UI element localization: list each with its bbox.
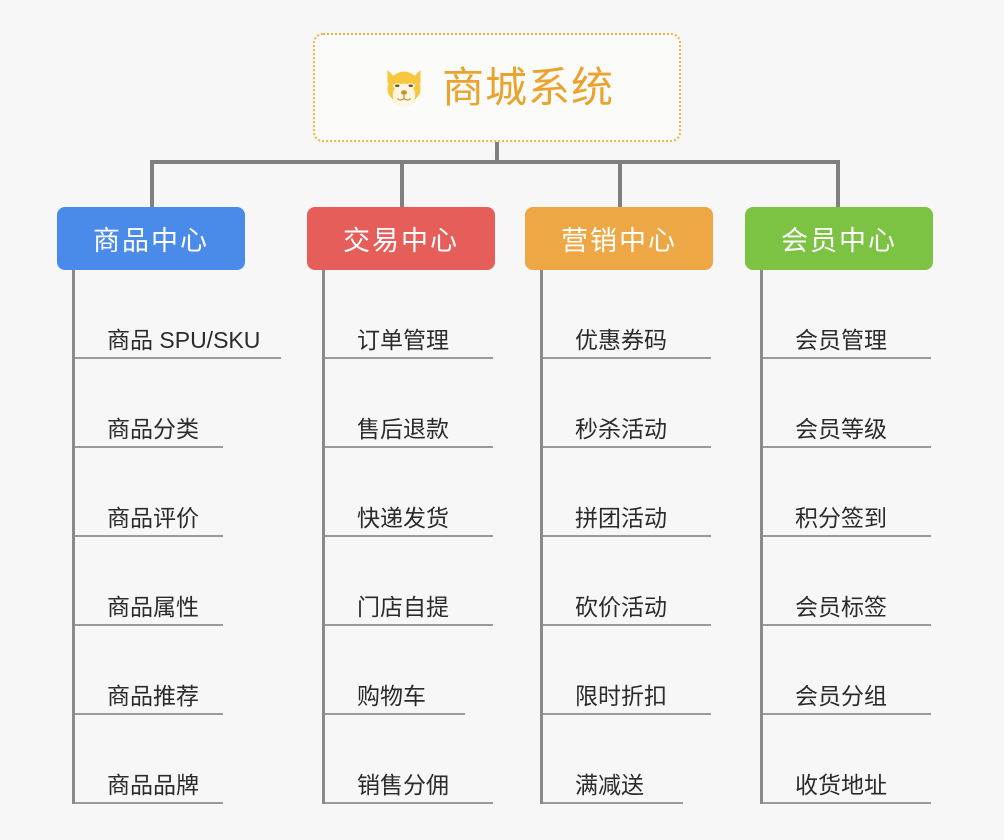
branch-leaf-label: 会员标签 — [795, 593, 887, 620]
connector-drop-1 — [150, 160, 154, 207]
branch-leaf-underline — [75, 624, 223, 626]
branch-leaf-label: 限时折扣 — [575, 682, 667, 709]
root-node[interactable]: 商城系统 — [313, 33, 681, 142]
branch-leaf-label: 商品分类 — [107, 415, 199, 442]
branch-header[interactable]: 交易中心 — [307, 207, 495, 270]
connector-drop-3 — [618, 160, 622, 207]
branch-leaf-label: 销售分佣 — [357, 771, 449, 798]
branch-header[interactable]: 营销中心 — [525, 207, 713, 270]
branch-leaf-label: 收货地址 — [795, 771, 887, 798]
branch-header[interactable]: 会员中心 — [745, 207, 933, 270]
branch-leaf-item[interactable]: 秒杀活动 — [543, 359, 713, 448]
branch-leaf-label: 会员分组 — [795, 682, 887, 709]
branch-leaf-item[interactable]: 门店自提 — [325, 537, 495, 626]
branch-leaf-item[interactable]: 购物车 — [325, 626, 495, 715]
branch-leaf-item[interactable]: 商品属性 — [75, 537, 245, 626]
branch-leaf-item[interactable]: 商品品牌 — [75, 715, 245, 804]
branch-leaf-label: 会员管理 — [795, 326, 887, 353]
connector-drop-2 — [400, 160, 404, 207]
branch-leaf-label: 商品推荐 — [107, 682, 199, 709]
branch-leaf-item[interactable]: 优惠券码 — [543, 270, 713, 359]
branch-leaf-label: 快递发货 — [357, 504, 449, 531]
branch-leaf-underline — [543, 624, 711, 626]
branch-leaf-underline — [75, 713, 223, 715]
branch-leaf-item[interactable]: 商品 SPU/SKU — [75, 270, 281, 359]
branch-leaf-underline — [763, 446, 931, 448]
branch-leaf-label: 满减送 — [575, 771, 644, 798]
branch-leaf-item[interactable]: 会员等级 — [763, 359, 933, 448]
branch-leaf-item[interactable]: 售后退款 — [325, 359, 495, 448]
branch-leaf-item[interactable]: 订单管理 — [325, 270, 495, 359]
branch-leaf-label: 商品评价 — [107, 504, 199, 531]
shiba-dog-face-icon — [387, 69, 421, 107]
branch-leaf-underline — [75, 802, 223, 804]
branch-leaf-underline — [325, 357, 493, 359]
branch-leaf-label: 订单管理 — [357, 326, 449, 353]
branch-leaf-underline — [763, 535, 931, 537]
branch-leaf-underline — [543, 713, 711, 715]
branch-leaf-underline — [763, 802, 931, 804]
branch-leaf-label: 秒杀活动 — [575, 415, 667, 442]
branch-leaf-label: 售后退款 — [357, 415, 449, 442]
branch-leaf-underline — [325, 713, 465, 715]
branch-leaf-underline — [763, 624, 931, 626]
branch-leaf-underline — [325, 624, 493, 626]
branch-leaf-item[interactable]: 销售分佣 — [325, 715, 495, 804]
branch-leaf-label: 拼团活动 — [575, 504, 667, 531]
connector-root-stem — [495, 142, 499, 164]
branch-column: 会员中心会员管理会员等级积分签到会员标签会员分组收货地址 — [745, 207, 933, 804]
branch-spine: 订单管理售后退款快递发货门店自提购物车销售分佣 — [322, 270, 495, 804]
branch-leaf-item[interactable]: 拼团活动 — [543, 448, 713, 537]
branch-leaf-item[interactable]: 会员标签 — [763, 537, 933, 626]
branch-leaf-item[interactable]: 积分签到 — [763, 448, 933, 537]
branch-leaf-underline — [543, 446, 711, 448]
branch-leaf-label: 会员等级 — [795, 415, 887, 442]
branch-leaf-item[interactable]: 收货地址 — [763, 715, 933, 804]
branch-header[interactable]: 商品中心 — [57, 207, 245, 270]
branch-leaf-item[interactable]: 会员分组 — [763, 626, 933, 715]
branch-leaf-underline — [325, 446, 493, 448]
branch-spine: 会员管理会员等级积分签到会员标签会员分组收货地址 — [760, 270, 933, 804]
branch-leaf-label: 门店自提 — [357, 593, 449, 620]
branch-spine: 商品 SPU/SKU 商品分类商品评价商品属性商品推荐商品品牌 — [72, 270, 281, 804]
branch-leaf-label: 优惠券码 — [575, 326, 667, 353]
branch-leaf-underline — [325, 535, 493, 537]
branch-leaf-underline — [543, 357, 711, 359]
branch-leaf-underline — [763, 713, 931, 715]
branch-leaf-label: 商品品牌 — [107, 771, 199, 798]
branch-leaf-item[interactable]: 快递发货 — [325, 448, 495, 537]
branch-leaf-item[interactable]: 商品评价 — [75, 448, 245, 537]
branch-leaf-item[interactable]: 砍价活动 — [543, 537, 713, 626]
branch-leaf-underline — [543, 535, 711, 537]
branch-leaf-underline — [543, 802, 683, 804]
branch-leaf-item[interactable]: 会员管理 — [763, 270, 933, 359]
branch-column: 营销中心优惠券码秒杀活动拼团活动砍价活动限时折扣满减送 — [525, 207, 713, 804]
branch-column: 交易中心订单管理售后退款快递发货门店自提购物车销售分佣 — [307, 207, 495, 804]
branch-leaf-item[interactable]: 限时折扣 — [543, 626, 713, 715]
branch-leaf-underline — [325, 802, 493, 804]
branch-leaf-item[interactable]: 商品推荐 — [75, 626, 245, 715]
branch-leaf-underline — [75, 357, 281, 359]
branch-leaf-label: 积分签到 — [795, 504, 887, 531]
branch-leaf-label: 商品属性 — [107, 593, 199, 620]
branch-leaf-item[interactable]: 满减送 — [543, 715, 713, 804]
branch-column: 商品中心商品 SPU/SKU 商品分类商品评价商品属性商品推荐商品品牌 — [57, 207, 281, 804]
branch-leaf-underline — [763, 357, 931, 359]
branch-leaf-label: 商品 SPU/SKU — [107, 326, 261, 353]
branch-spine: 优惠券码秒杀活动拼团活动砍价活动限时折扣满减送 — [540, 270, 713, 804]
branch-leaf-label: 购物车 — [357, 682, 426, 709]
root-label: 商城系统 — [441, 63, 614, 111]
branch-leaf-underline — [75, 535, 223, 537]
branch-leaf-underline — [75, 446, 223, 448]
branch-leaf-label: 砍价活动 — [575, 593, 667, 620]
branch-leaf-item[interactable]: 商品分类 — [75, 359, 245, 448]
connector-drop-4 — [836, 160, 840, 207]
connector-horizontal-bus — [150, 160, 840, 164]
